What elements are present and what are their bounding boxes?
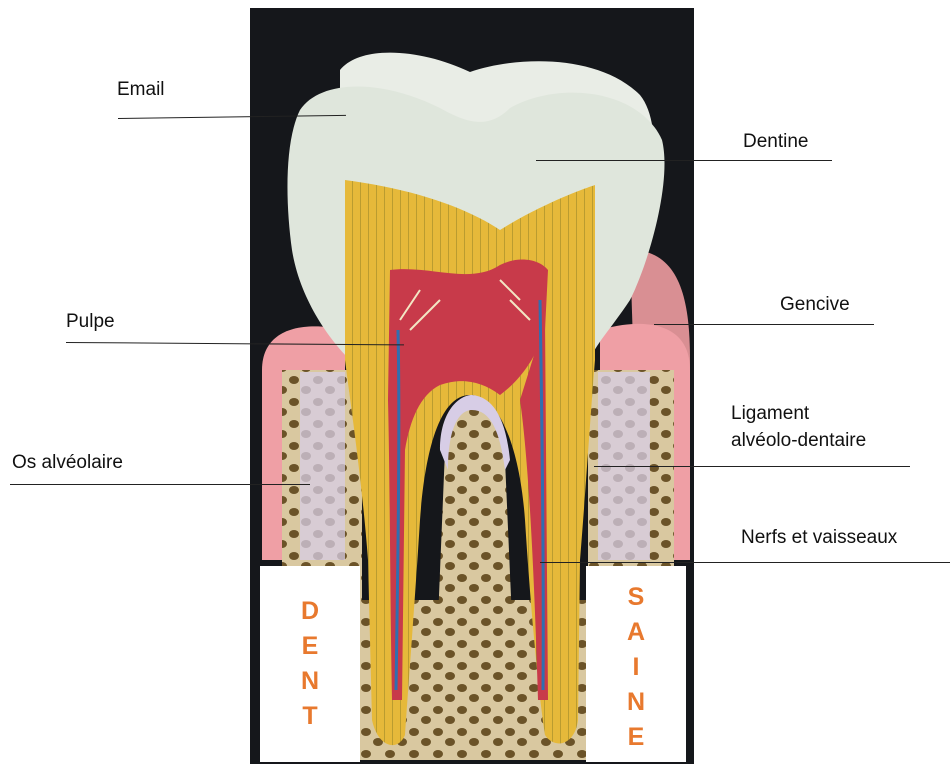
letter: D <box>260 594 360 629</box>
label-pulpe: Pulpe <box>66 310 115 334</box>
label-nerfs-vaisseaux: Nerfs et vaisseaux <box>741 526 897 550</box>
ligament-leader-line <box>594 466 910 467</box>
label-dentine: Dentine <box>743 130 809 154</box>
ligament-left <box>300 372 345 560</box>
os-alveolaire-leader-line <box>10 484 310 485</box>
vertical-letters-left: D E N T <box>260 594 360 734</box>
letter: N <box>260 664 360 699</box>
letter: T <box>260 699 360 734</box>
letter: A <box>586 615 686 650</box>
label-ligament-line2: alvéolo-dentaire <box>731 429 866 453</box>
label-gencive: Gencive <box>780 293 850 317</box>
label-ligament-line1: Ligament <box>731 402 809 426</box>
letter: I <box>586 650 686 685</box>
label-os-alveolaire: Os alvéolaire <box>12 451 123 475</box>
vertical-word-right: S A I N E <box>586 566 686 762</box>
label-email: Email <box>117 78 165 102</box>
letter: E <box>260 629 360 664</box>
letter: E <box>586 720 686 755</box>
letter: N <box>586 685 686 720</box>
gencive-leader-line <box>654 324 874 325</box>
dentine-leader-line <box>536 160 832 161</box>
nerfs-vaisseaux-leader-line <box>540 562 950 563</box>
letter: S <box>586 580 686 615</box>
vertical-letters-right: S A I N E <box>586 580 686 755</box>
vertical-word-left: D E N T <box>260 566 360 762</box>
